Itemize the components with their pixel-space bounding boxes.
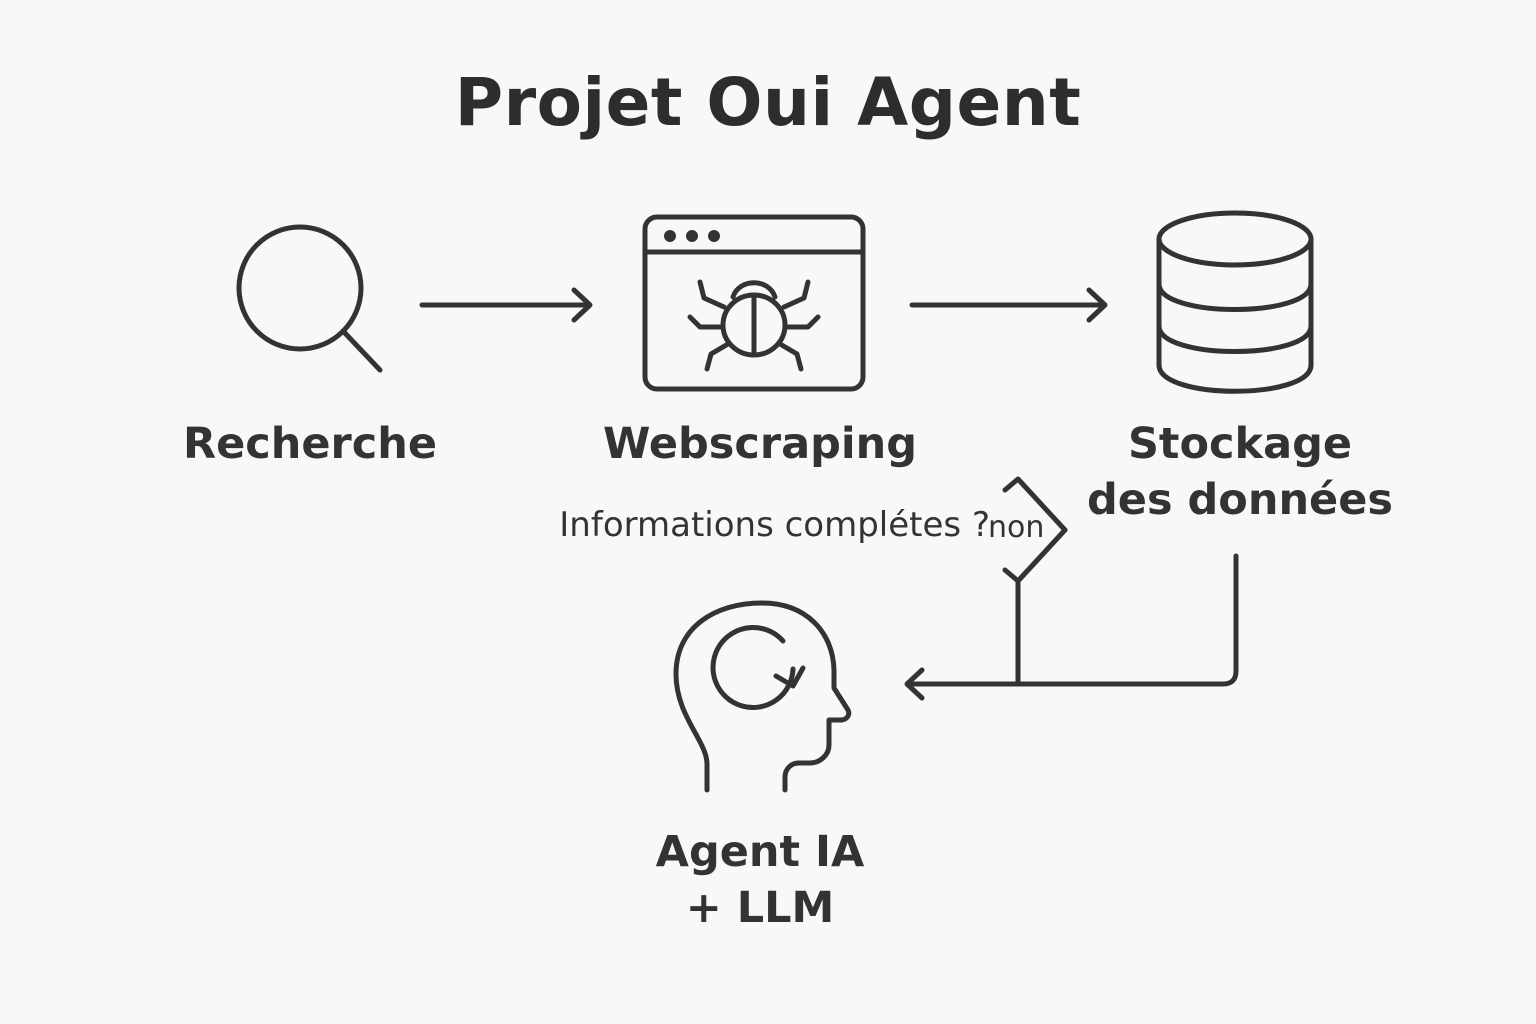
agent-label: Agent IA + LLM xyxy=(600,824,920,936)
arrow-stockage-to-agent xyxy=(904,553,1239,701)
webscraping-label: Webscraping xyxy=(602,419,918,469)
search-icon xyxy=(236,224,383,373)
agent-label-line1: Agent IA xyxy=(655,827,865,877)
decision-question: Informations complétes ? xyxy=(559,505,990,545)
decision-branch-label: non xyxy=(988,510,1045,545)
decision-chevron xyxy=(1002,476,1068,686)
stockage-label-line1: Stockage xyxy=(1127,419,1353,469)
arrow-webscraping-to-stockage xyxy=(909,287,1108,323)
browser-bug-icon xyxy=(642,214,866,392)
stockage-label: Stockage des données xyxy=(1080,416,1400,528)
database-icon xyxy=(1156,210,1314,394)
recherche-label: Recherche xyxy=(182,419,437,469)
page-title: Projet Oui Agent xyxy=(454,64,1082,141)
stockage-label-line2: des données xyxy=(1087,475,1393,525)
agent-label-line2: + LLM xyxy=(685,883,835,933)
arrow-recherche-to-webscraping xyxy=(419,287,593,323)
head-cycle-icon xyxy=(673,600,852,793)
